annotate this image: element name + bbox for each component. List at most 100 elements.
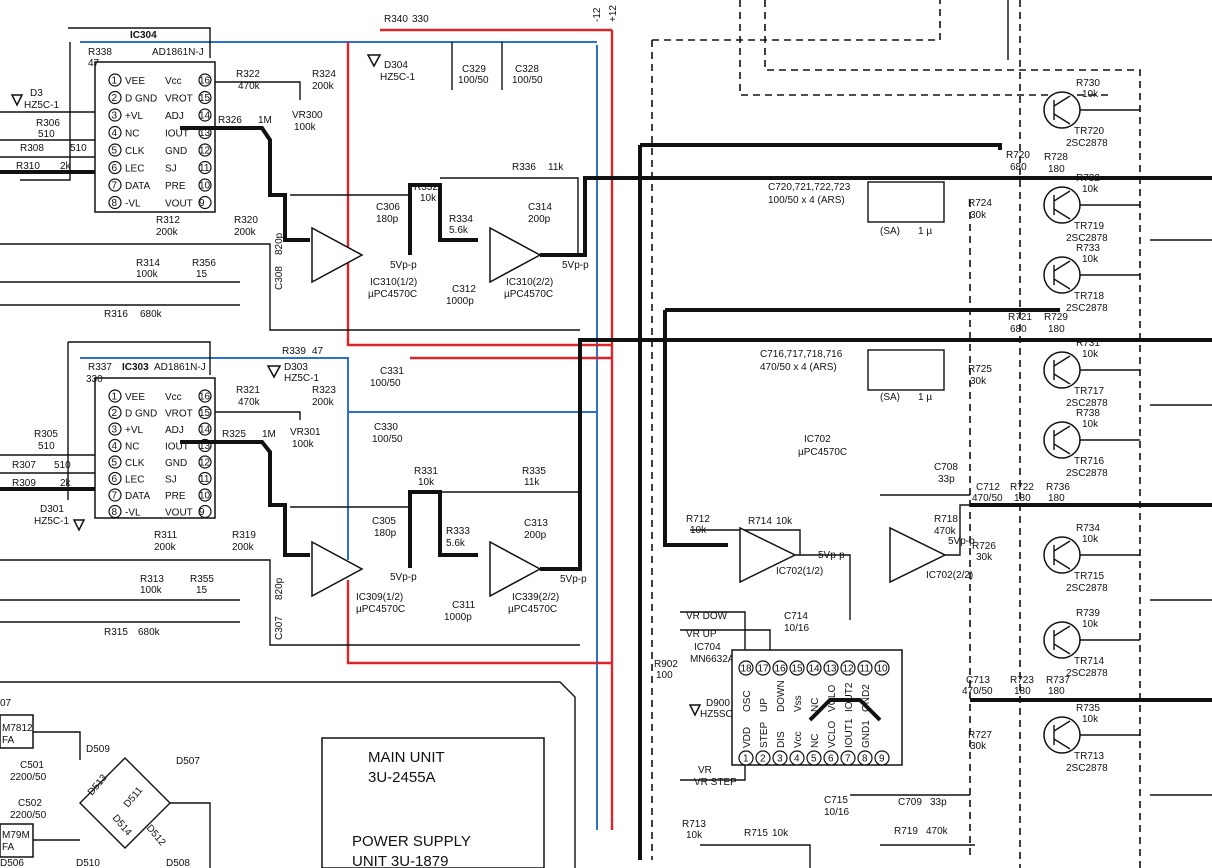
r310-value: 2k — [60, 161, 72, 172]
reg-pin-label: 07 — [0, 698, 12, 709]
r307-value: 510 — [54, 460, 71, 471]
ic304-pin-5 — [108, 143, 122, 157]
d509-label: D509 — [86, 744, 110, 755]
transistor-base-resistor-value: 10k — [1082, 89, 1099, 100]
c715-value: 10/16 — [824, 807, 849, 818]
transistor-tr719 — [1043, 186, 1081, 224]
ic704-pin-13 — [823, 660, 839, 676]
ic303-pin-number-13: 13 — [199, 441, 211, 452]
ic704-pin-17 — [755, 660, 771, 676]
r355-label: R355 — [190, 574, 214, 585]
ic304-pin-number-6: 6 — [112, 163, 118, 174]
r337-label: R337 — [88, 362, 112, 373]
ic304-pin-label-2: D GND — [125, 94, 157, 105]
transistor-ref: TR713 — [1074, 751, 1104, 762]
c305-value: 180p — [374, 528, 397, 539]
d512-label: D512 — [144, 823, 168, 849]
power-supply-section: MAIN UNIT 3U-2455A POWER SUPPLY UNIT 3U-… — [0, 681, 576, 868]
r309-label: R309 — [12, 478, 36, 489]
r313-value: 100k — [140, 585, 163, 596]
c331-label: C331 — [380, 366, 404, 377]
r722-label: R722 — [1010, 482, 1034, 493]
ic304-pin-label-1: VEE — [125, 76, 145, 87]
ic704-pin-3 — [772, 750, 788, 766]
ic304-pin-label-8: -VL — [125, 199, 141, 210]
ic303-pin-3 — [108, 422, 122, 436]
ic303-pin-label-5: CLK — [125, 458, 145, 469]
opamp-ic310-1 — [311, 226, 364, 284]
vr-dow-label[interactable]: VR DOW — [686, 611, 728, 622]
vr-step-label[interactable]: VR STEP — [694, 777, 737, 788]
r307-label: R307 — [12, 460, 36, 471]
d508-label: D508 — [166, 858, 190, 868]
r718-label: R718 — [934, 514, 958, 525]
c314-value: 200p — [528, 214, 551, 225]
c314-label: C314 — [528, 202, 552, 213]
transistor-base-resistor-ref: R733 — [1076, 243, 1100, 254]
r312-value: 200k — [156, 227, 179, 238]
c712-label: C712 — [976, 482, 1000, 493]
c313-value: 200p — [524, 530, 547, 541]
vr-up-label[interactable]: VR UP — [686, 629, 717, 640]
d304-value: HZ5C-1 — [380, 72, 415, 83]
ic303-pin-7 — [108, 488, 122, 502]
r305-value: 510 — [38, 441, 55, 452]
r324-label: R324 — [312, 69, 336, 80]
ic303-pin-number-1: 1 — [112, 392, 118, 403]
opamp-ic702-2-vpp: 5Vp-p — [948, 536, 975, 547]
opamp-ic310-2-ref: IC310(2/2) — [506, 277, 553, 288]
ic304-pin-label-6: LEC — [125, 164, 144, 175]
transistor-collector — [1053, 260, 1071, 272]
r312-label: R312 — [156, 215, 180, 226]
ic304-pin-label-11: SJ — [165, 164, 177, 175]
opamp-ic309-1-ref: IC309(1/2) — [356, 592, 403, 603]
transistor-collector — [1053, 190, 1071, 202]
c311-value: 1000p — [444, 612, 472, 623]
c715-label: C715 — [824, 795, 848, 806]
r306-value: 510 — [38, 129, 55, 140]
r902-label: R902 — [654, 659, 678, 670]
ic704-pin-6 — [823, 750, 839, 766]
ic303-pin-number-14: 14 — [199, 425, 211, 436]
r319-label: R319 — [232, 530, 256, 541]
ic303-pin-label-1: VEE — [125, 392, 145, 403]
ic304-pin-number-7: 7 — [112, 181, 118, 192]
ic304-pin-1 — [108, 73, 122, 87]
opamp-ic310-1-part: µPC4570C — [368, 289, 417, 300]
r335-label: R335 — [522, 466, 546, 477]
transistor-emitter — [1053, 113, 1071, 125]
ic704-bottom-label-0: VDD — [742, 727, 753, 748]
r332-label: R332 — [414, 182, 438, 193]
r714-value: 10k — [776, 516, 793, 527]
c709-label: C709 — [898, 797, 922, 808]
ic704-pin-number-15: 15 — [792, 664, 804, 675]
c331-value: 100/50 — [370, 378, 401, 389]
ic704-top-label-2: DOWN — [776, 680, 787, 712]
r729-label: R729 — [1044, 312, 1068, 323]
r728-value: 180 — [1048, 164, 1065, 175]
ic304-pin-8 — [108, 195, 122, 210]
ic304-pin-6 — [108, 160, 122, 175]
transistor-ref: TR718 — [1074, 291, 1104, 302]
r325-label: R325 — [222, 429, 246, 440]
ic303-pin-5 — [108, 455, 122, 469]
ic704-pin-number-4: 4 — [794, 754, 800, 765]
ic704-bottom-label-5: VCLO — [827, 721, 838, 748]
ic303-pin-4 — [108, 438, 122, 453]
transistor-base-resistor-ref: R738 — [1076, 408, 1100, 419]
ic303-part: AD1861N-J — [154, 362, 206, 373]
r324-value: 200k — [312, 81, 335, 92]
r320-label: R320 — [234, 215, 258, 226]
power-supply-title: POWER SUPPLY — [352, 833, 471, 850]
ic303-pin-label-13: IOUT — [165, 442, 189, 453]
r313-label: R313 — [140, 574, 164, 585]
ic303-pin-8 — [108, 504, 122, 519]
d506-label: D506 — [0, 858, 24, 868]
ic303-pin-label-7: DATA — [125, 491, 151, 502]
ic303-pin-number-15: 15 — [199, 408, 211, 419]
ic704-top-label-7: GND2 — [861, 684, 872, 712]
r721-label: R721 — [1008, 312, 1032, 323]
ic303-pin-label-12: GND — [165, 458, 187, 469]
r336-label: R336 — [512, 162, 536, 173]
